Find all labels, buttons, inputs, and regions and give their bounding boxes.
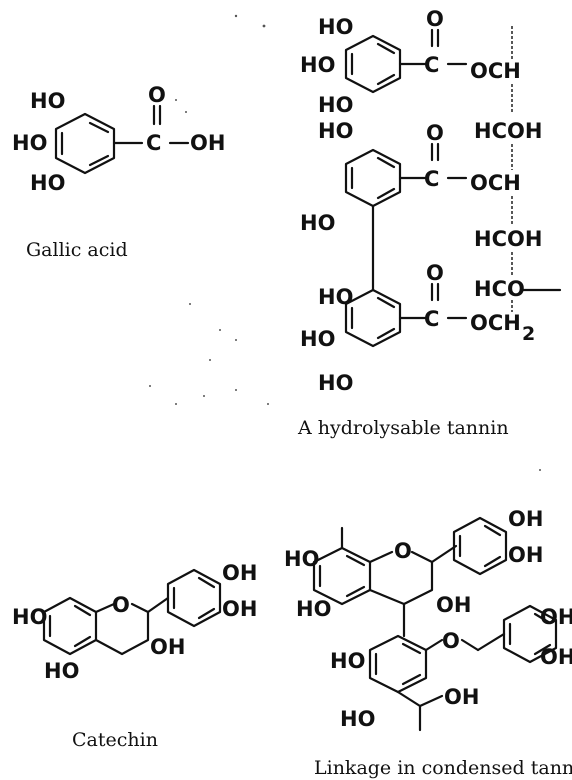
catechin-caption: Catechin: [72, 729, 158, 751]
condensed-o-label-2: O: [442, 629, 460, 653]
tannin-och-label-3: OCH: [470, 311, 521, 335]
tannin-ho-label-4: HO: [318, 119, 353, 143]
gallic-acid-ho-label-1: HO: [30, 89, 65, 113]
tannin-och-label-2: OCH: [470, 171, 521, 195]
scan-noise: [149, 14, 541, 471]
gallic-acid-c-label: C: [146, 131, 161, 155]
gallic-acid-caption: Gallic acid: [26, 239, 128, 261]
tannin-c-label-1: C: [424, 53, 439, 77]
gallic-acid-ho-label-2: HO: [12, 131, 47, 155]
tannin-c-label-3: C: [424, 307, 439, 331]
gallic-acid-ho-label-3: HO: [30, 171, 65, 195]
condensed-tannin-caption: Linkage in condensed tann: [314, 757, 572, 779]
tannin-o-label-3: O: [426, 261, 444, 285]
catechin-structure: HO O OH OH OH HO Catechin: [12, 561, 257, 751]
condensed-oh-label-3: OH: [436, 593, 471, 617]
condensed-ho-label-1: HO: [284, 547, 319, 571]
condensed-tannin-structure: HO O OH OH HO OH HO O OH OH HO OH Linkag…: [284, 507, 572, 779]
condensed-ho-label-2: HO: [296, 597, 331, 621]
condensed-ho-label-4: HO: [340, 707, 375, 731]
tannin-hcoh-label-2: HCOH: [474, 227, 542, 251]
tannin-ho-label-7: HO: [300, 327, 335, 351]
tannin-ho-label-1: HO: [318, 15, 353, 39]
tannin-hcoh-label-1: HCOH: [474, 119, 542, 143]
tannin-c-label-2: C: [424, 167, 439, 191]
catechin-oh-label-2: OH: [222, 597, 257, 621]
tannin-caption: A hydrolysable tannin: [297, 417, 509, 439]
tannin-ho-label-6: HO: [318, 285, 353, 309]
condensed-oh-label-6: OH: [444, 685, 479, 709]
condensed-oh-label-5: OH: [540, 645, 572, 669]
hydrolysable-tannin-structure: HO HO HO O C OCH HCOH HO O C OCH HO HCOH…: [297, 7, 562, 439]
catechin-ho-label-2: HO: [44, 659, 79, 683]
tannin-ho-label-2: HO: [300, 53, 335, 77]
tannin-ho-label-3: HO: [318, 93, 353, 117]
tannin-o-label-2: O: [426, 121, 444, 145]
tannin-och-label-1: OCH: [470, 59, 521, 83]
catechin-oh-label-3: OH: [150, 635, 185, 659]
tannin-ho-label-5: HO: [300, 211, 335, 235]
tannin-o-label-1: O: [426, 7, 444, 31]
condensed-oh-label-4: OH: [540, 605, 572, 629]
gallic-acid-o-label: O: [148, 83, 166, 107]
condensed-o-label-1: O: [394, 539, 412, 563]
tannin-hco-label: HCO: [474, 277, 525, 301]
condensed-ho-label-3: HO: [330, 649, 365, 673]
catechin-o-label: O: [112, 593, 130, 617]
condensed-oh-label-2: OH: [508, 543, 543, 567]
gallic-acid-oh-label: OH: [190, 131, 225, 155]
tannin-ho-label-8: HO: [318, 371, 353, 395]
tannin-subscript-2: 2: [522, 323, 535, 345]
catechin-ho-label-1: HO: [12, 605, 47, 629]
gallic-acid-structure: HO HO HO O C OH Gallic acid: [12, 83, 225, 261]
condensed-oh-label-1: OH: [508, 507, 543, 531]
catechin-oh-label-1: OH: [222, 561, 257, 585]
